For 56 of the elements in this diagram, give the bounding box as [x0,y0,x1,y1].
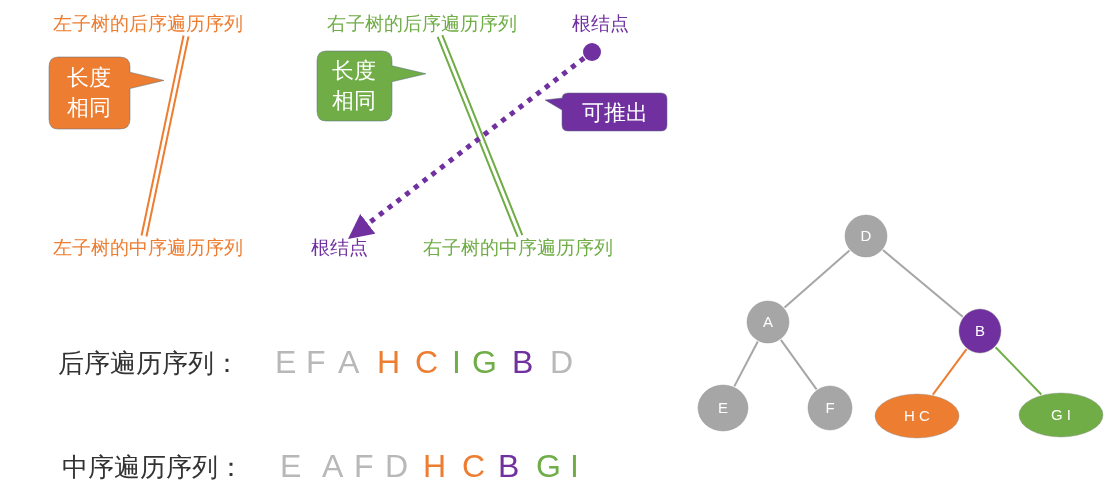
sequence-letter: A [338,343,360,382]
tree-node [958,308,1002,354]
bubble-text: 可推出 [582,98,648,127]
bubble-text: 长度相同 [331,57,377,115]
bubble-text: 长度相同 [66,64,112,122]
node-letter: E [718,397,728,418]
sequence-title: 后序遍历序列： [58,347,240,380]
sequence-letter: F [354,447,374,486]
dotted-arrow [348,56,586,240]
sequence-caption: 左子树的后序遍历序列 [53,11,243,36]
sequence-letter: I [570,447,579,486]
tree-node [746,300,790,344]
sequence-letter: G [536,447,561,486]
speech-bubble [48,56,166,130]
sequence-letter: E [275,343,297,382]
tree-edge [931,348,968,396]
node-letter: B [975,320,985,341]
sequence-letter: B [498,447,520,486]
sequence-letter: I [452,343,461,382]
sequence-letter: G [472,343,497,382]
tree-node [807,385,853,431]
double-line [140,34,190,238]
sequence-caption: 右子树的后序遍历序列 [327,11,517,36]
sequence-letter: F [306,343,326,382]
tree-node [874,393,960,439]
sequence-letter: A [322,447,344,486]
root-dot [582,42,602,62]
sequence-letter: D [385,447,409,486]
sequence-letter: B [512,343,534,382]
sequence-letter: D [550,343,574,382]
node-letter: A [763,311,773,332]
speech-bubble [316,50,428,122]
sequence-letter: H [377,343,401,382]
sequence-letter: E [280,447,302,486]
sequence-caption: 左子树的中序遍历序列 [53,235,243,260]
tree-edge [994,346,1043,396]
root-caption: 根结点 [571,11,629,36]
sequence-title: 中序遍历序列： [62,451,244,484]
tree-edge [783,249,851,309]
sequence-letter: H [423,447,447,486]
sequence-caption: 右子树的中序遍历序列 [423,235,613,260]
node-letter: G I [1051,404,1071,425]
tree-node [1018,392,1104,438]
tree-edge [733,340,759,388]
tree-edge [881,249,964,318]
speech-bubble [544,92,668,132]
node-letter: D [860,225,872,246]
tree-node [844,214,888,258]
tree-node [697,384,749,432]
sequence-letter: C [462,447,486,486]
node-letter: H C [904,405,930,426]
double-line [436,34,524,238]
root-caption: 根结点 [310,235,368,260]
tree-edge [779,338,818,391]
sequence-letter: C [415,343,439,382]
node-letter: F [825,397,835,418]
